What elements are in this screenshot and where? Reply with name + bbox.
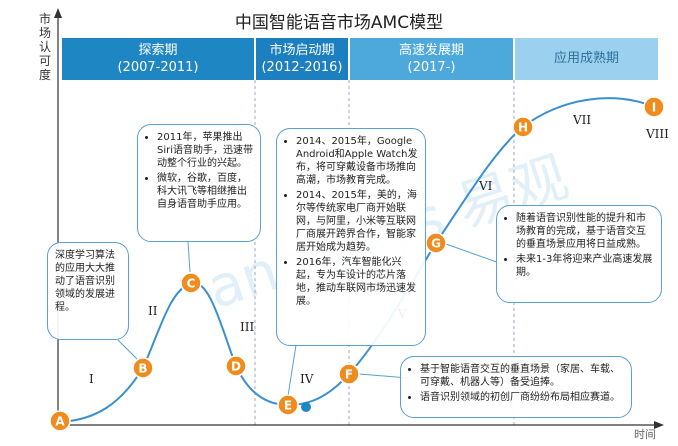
phase-name: 市场启动期: [269, 43, 335, 58]
callout-item: 语音识别领域的初创厂商纷纷布局相应赛道。: [420, 391, 624, 404]
stage-label: I: [89, 372, 94, 386]
stage-label: II: [148, 304, 158, 318]
point-g: [425, 232, 447, 254]
point-c: [180, 272, 202, 294]
point-label: B: [138, 362, 147, 376]
phase-market-launch: 市场启动期 (2012-2016): [256, 38, 348, 80]
phase-years: (2012-2016): [261, 60, 343, 75]
callout-item: 2014、2015年，美的，海尔等传统家电厂商开始联网，与阿里，小米等互联网厂商…: [296, 189, 418, 254]
points-layer: A B C D E F G H I: [49, 96, 665, 432]
chart-title: 中国智能语音市场AMC模型: [234, 13, 444, 33]
phase-years: (2007-2011): [117, 60, 199, 75]
callout-item: 2016年，汽车智能化兴起，专为车设计的芯片落地，推动车联网市场迅速发展。: [296, 256, 418, 308]
stage-label: VII: [572, 113, 591, 127]
point-label: G: [431, 237, 441, 251]
callout-deep-learning: 深度学习算法的应用大大推动了语音识别领域的发展进程。: [47, 242, 129, 340]
x-axis-arrow: [654, 421, 664, 429]
point-b: [132, 357, 154, 379]
phase-name: 探索期: [138, 43, 178, 58]
point-a: [49, 410, 71, 432]
stage-label: VI: [478, 179, 493, 193]
point-label: F: [345, 368, 353, 382]
phase-years: (2017-): [407, 60, 456, 75]
callout-item: 基于智能语音交互的垂直场景（家居、车载、可穿戴、机器人等）备受追捧。: [420, 363, 624, 389]
stage-label: III: [240, 320, 254, 334]
phase-exploration: 探索期 (2007-2011): [62, 38, 254, 80]
callout-market-launch: 2014、2015年，Google Android和Apple Watch发布，…: [276, 128, 426, 346]
callout-b-pointer: [187, 241, 191, 273]
phase-rapid-growth: 高速发展期 (2017-): [350, 38, 513, 80]
point-label: H: [518, 121, 528, 135]
point-label: E: [284, 399, 292, 413]
transition-dot: [301, 402, 311, 412]
point-h: [512, 116, 534, 138]
stage-label: IV: [300, 372, 314, 386]
callout-item: 微软，谷歌，百度，科大讯飞等相继推出自身语音助手应用。: [157, 172, 253, 211]
point-label: D: [231, 360, 241, 374]
point-d: [225, 355, 247, 377]
callout-item: 未来1-3年将迎来产业高速发展期。: [516, 253, 654, 279]
phase-name: 应用成熟期: [553, 51, 619, 66]
callout-item: 随着语音识别性能的提升和市场教育的完成，基于语音交互的垂直场景应用将日益成熟。: [516, 212, 654, 251]
callout-item: 2011年，苹果推出Siri语音助手，迅速带动整个行业的兴起。: [157, 131, 253, 170]
x-axis-label: 时间: [634, 428, 656, 441]
callout-vertical-scenes: 基于智能语音交互的垂直场景（家居、车载、可穿戴、机器人等）备受追捧。 语音识别领…: [400, 356, 632, 418]
y-axis-arrow: [54, 8, 62, 18]
point-e: [277, 394, 299, 416]
callout-c-pointer: [287, 344, 297, 397]
y-axis-label: 市场认可度: [38, 12, 51, 82]
callout-d-pointer: [358, 373, 409, 379]
phase-name: 高速发展期: [398, 43, 464, 58]
phase-maturity: 应用成熟期: [515, 38, 658, 80]
point-label: C: [187, 277, 196, 291]
point-i: [643, 96, 665, 118]
callout-item: 2014、2015年，Google Android和Apple Watch发布，…: [296, 135, 418, 187]
callout-e-pointer: [445, 243, 506, 266]
point-f: [338, 363, 360, 385]
point-label: A: [55, 415, 65, 429]
callout-text: 深度学习算法的应用大大推动了语音识别领域的发展进程。: [55, 250, 115, 313]
point-label: I: [652, 101, 656, 115]
callout-future: 随着语音识别性能的提升和市场教育的完成，基于语音交互的垂直场景应用将日益成熟。 …: [496, 205, 662, 303]
callout-siri: 2011年，苹果推出Siri语音助手，迅速带动整个行业的兴起。 微软，谷歌，百度…: [137, 124, 261, 242]
stage-label: VIII: [645, 127, 669, 141]
